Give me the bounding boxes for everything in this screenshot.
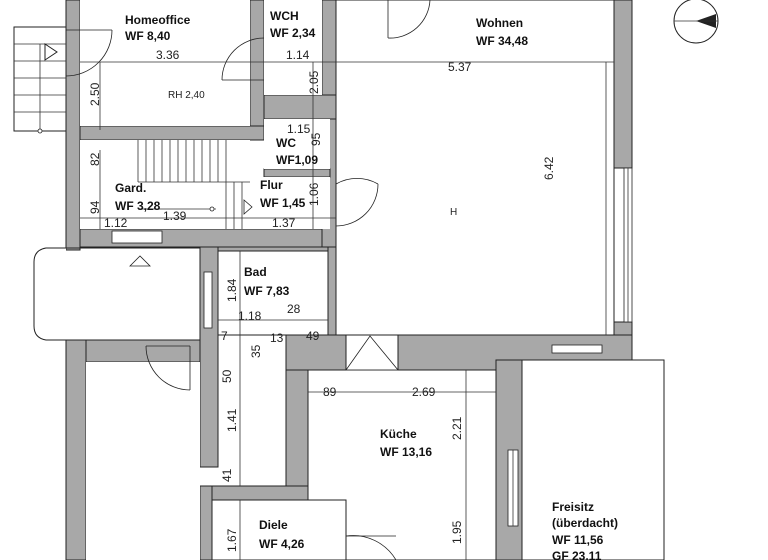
room-area-flur: WF 1,45 [260,196,306,210]
dim-label: 89 [323,385,337,399]
room-name-flur: Flur [260,178,283,192]
dimension-labels: 3.36 1.14 5.37 2.50 2.05 1.15 95 82 1.06… [88,48,556,552]
dim-label: 50 [220,369,234,383]
dim-label: 28 [287,302,301,316]
center-mark: H [450,207,457,218]
dimension-lines [80,61,614,560]
room-name-gard: Gard. [115,181,146,195]
dim-label: 1.18 [238,309,262,323]
dim-label: 2.05 [307,70,321,94]
room-area-wohnen: WF 34,48 [476,34,528,48]
doors [65,0,431,560]
interior-staircase [137,140,253,229]
room-area-freisitz: WF 11,56 [552,533,604,547]
dim-label: 3.36 [156,48,180,62]
dim-label: 1.95 [450,520,464,544]
dim-label: 6.42 [542,156,556,180]
dim-label: 41 [220,468,234,482]
room-area-kueche: WF 13,16 [380,445,432,459]
room-name-homeoffice: Homeoffice [125,13,191,27]
dim-label: 5.37 [448,60,472,74]
dim-label: 1.39 [163,209,187,223]
outer-staircase [13,26,67,134]
dim-label: 2.50 [88,82,102,106]
dim-label: 49 [306,329,320,343]
room-name-wc: WC [276,136,296,150]
dim-label: 1.15 [287,122,311,136]
dim-label: 94 [88,200,102,214]
room-name-freisitz: Freisitz [552,500,594,514]
dim-label: 1.84 [225,278,239,302]
dim-label: 1.67 [225,528,239,552]
room-name-diele: Diele [259,518,288,532]
room-area-bad: WF 7,83 [244,284,290,298]
dim-label: 1.12 [104,216,128,230]
room-area-wch: WF 2,34 [270,26,316,40]
room-interiors [80,0,665,560]
room-name-freisitz-note: (überdacht) [552,516,618,530]
north-arrow-icon [673,0,719,44]
room-name-bad: Bad [244,265,267,279]
bay-window [33,247,200,341]
room-labels: Homeoffice WF 8,40 RH 2,40 WCH WF 2,34 W… [115,9,618,560]
room-name-wohnen: Wohnen [476,16,523,30]
room-height-homeoffice: RH 2,40 [168,90,205,101]
room-area-wc: WF1,09 [276,153,318,167]
dim-label: 35 [249,344,263,358]
dim-label: 13 [270,331,284,345]
dim-label: 1.37 [272,216,296,230]
room-name-wch: WCH [270,9,299,23]
room-area-diele: WF 4,26 [259,537,305,551]
room-area-gard: WF 3,28 [115,199,161,213]
dim-label: 1.41 [225,408,239,432]
dim-label: 2.21 [450,416,464,440]
dim-label: 1.06 [307,182,321,206]
dim-label: 95 [309,132,323,146]
dim-label: 82 [88,152,102,166]
dim-label: 1.14 [286,48,310,62]
room-area-homeoffice: WF 8,40 [125,29,171,43]
windows [111,167,633,527]
dim-label: 2.69 [412,385,436,399]
room-grossarea-freisitz: GF 23,11 [552,549,602,560]
dim-label: 7 [221,329,228,343]
room-name-kueche: Küche [380,427,417,441]
